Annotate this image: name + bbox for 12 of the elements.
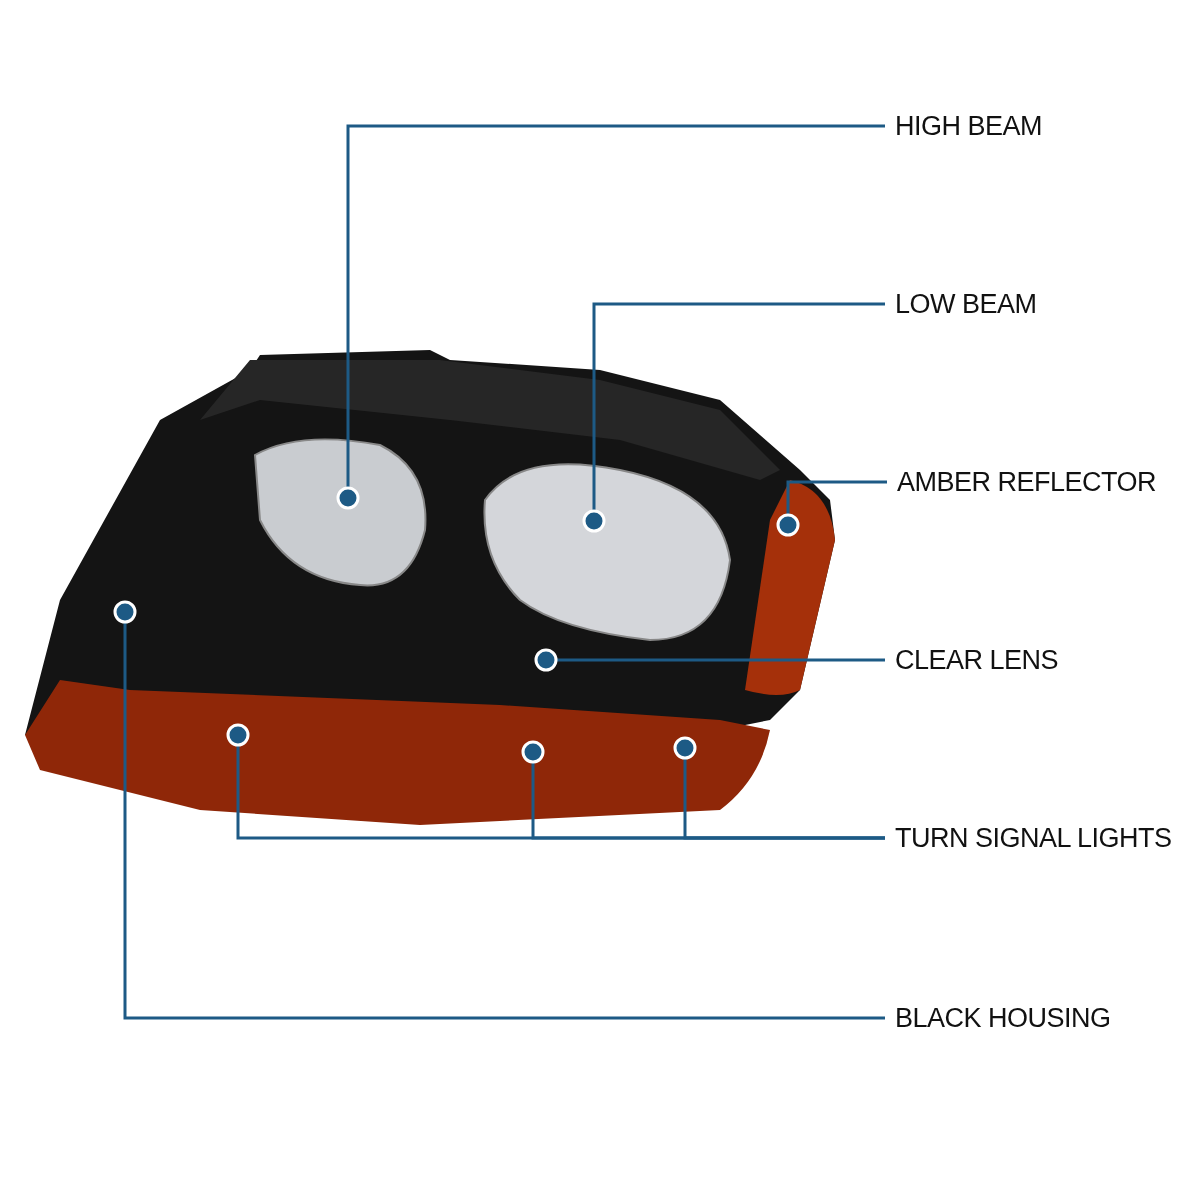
leader-line <box>113 600 885 1020</box>
leader-line <box>336 124 885 510</box>
leader-line <box>776 480 887 537</box>
leader-line <box>582 302 885 533</box>
leader-line <box>673 736 885 840</box>
part-label: TURN SIGNAL LIGHTS <box>895 822 1172 854</box>
part-label: CLEAR LENS <box>895 644 1059 676</box>
part-label: HIGH BEAM <box>895 110 1043 142</box>
part-label: LOW BEAM <box>895 288 1037 320</box>
part-label: AMBER REFLECTOR <box>897 466 1157 498</box>
leader-line <box>534 648 885 672</box>
part-label: BLACK HOUSING <box>895 1002 1111 1034</box>
